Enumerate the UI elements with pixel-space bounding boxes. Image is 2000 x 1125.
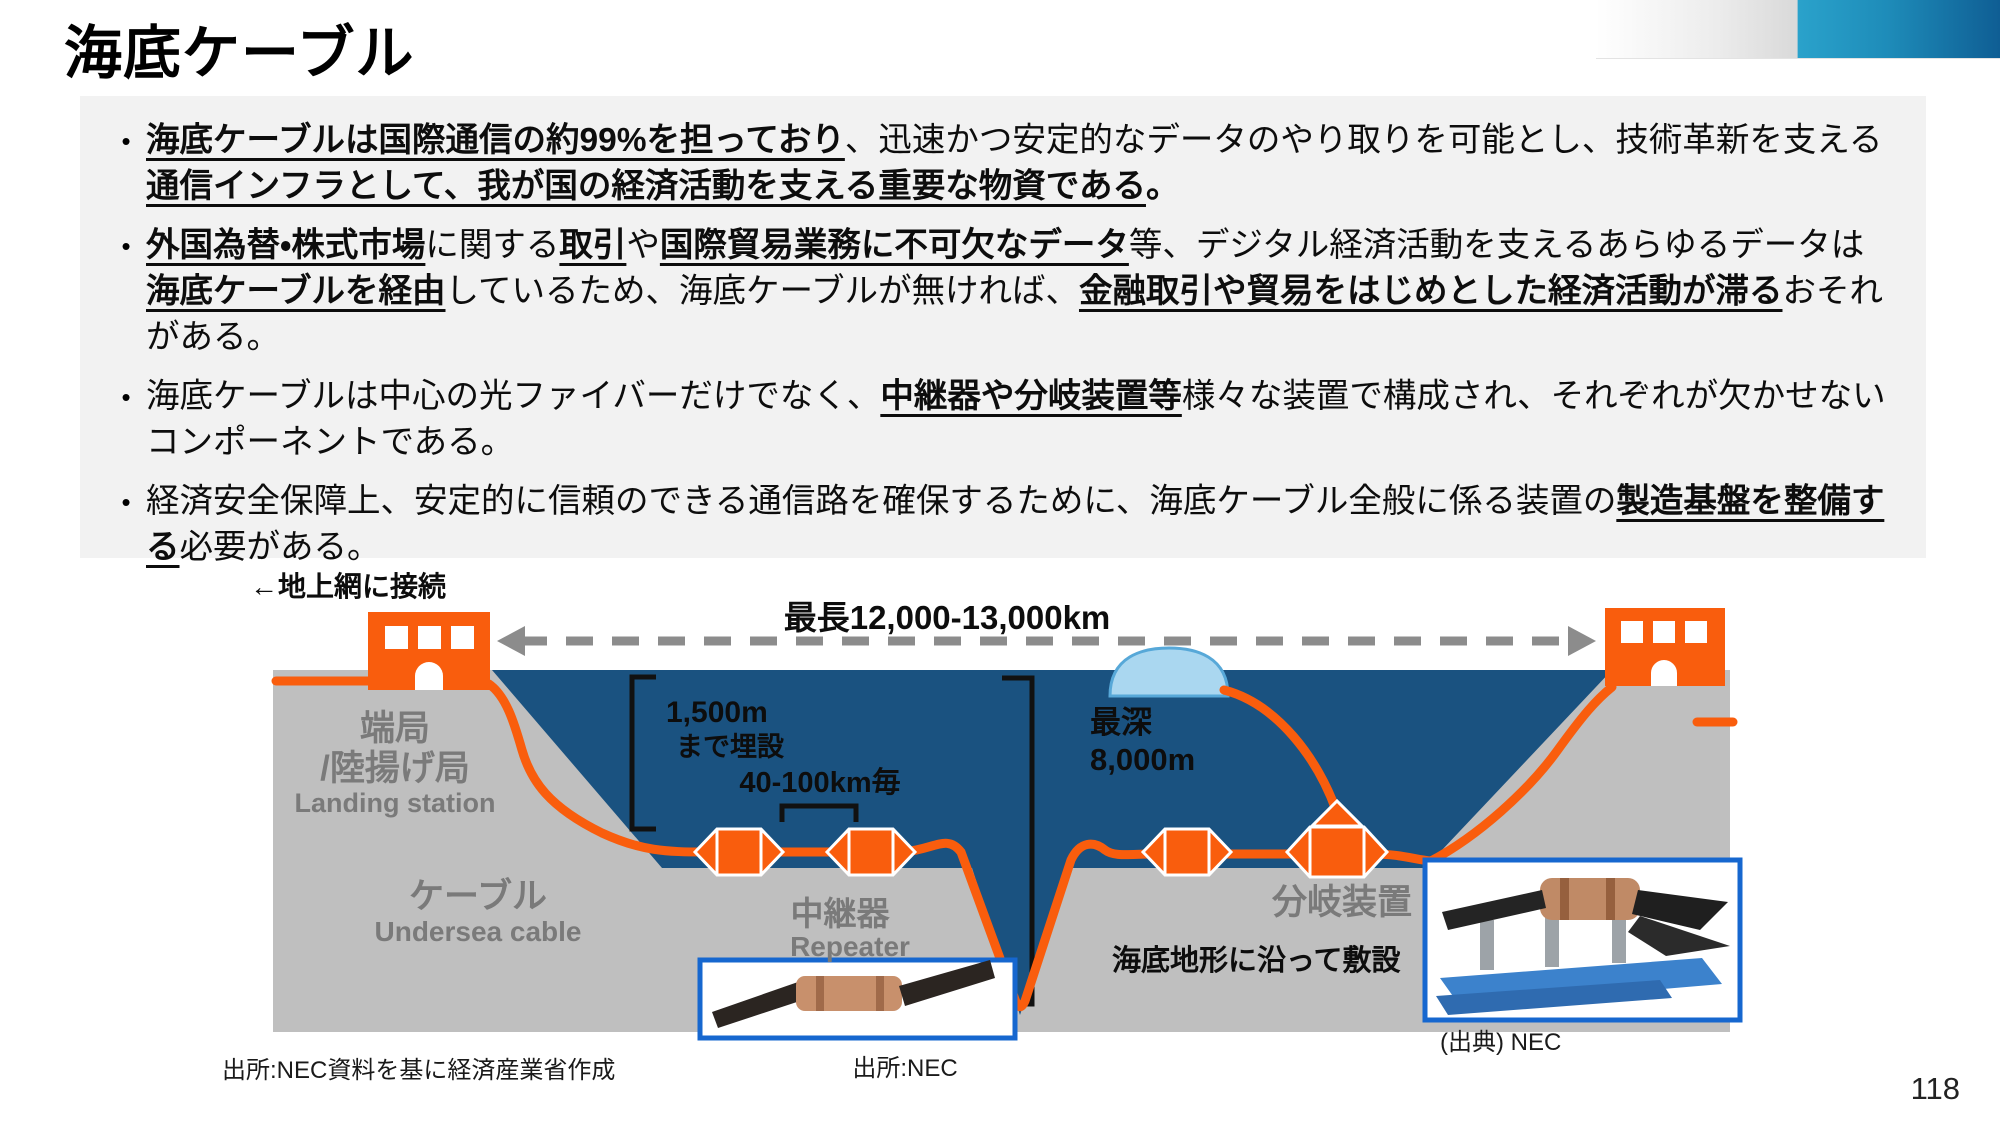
bullet-item: • 経済安全保障上、安定的に信頼のできる通信路を確保するために、海底ケーブル全般に… <box>106 479 1892 571</box>
bullet-text: 海底ケーブルは国際通信の約99%を担っており、迅速かつ安定的なデータのやり取りを… <box>146 122 1883 205</box>
branching-unit-photo <box>1422 857 1743 1023</box>
window-icon <box>1621 621 1643 643</box>
door-icon <box>1651 660 1677 686</box>
source-left-label: 出所:NEC資料を基に経済産業省作成 <box>222 1057 615 1084</box>
page-number: 118 <box>1910 1071 1960 1106</box>
max-depth-label-2: 8,000m <box>1090 742 1195 777</box>
seabed-note-label: 海底地形に沿って敷設 <box>1112 943 1402 977</box>
undersea-cable-line <box>271 676 1738 1012</box>
bullet-text: 経済安全保障上、安定的に信頼のできる通信路を確保するために、海底ケーブル全般に係… <box>146 483 1885 566</box>
source-center-label: 出所:NEC <box>852 1055 957 1082</box>
sea-cross-section <box>492 670 1612 1015</box>
bullet-marker: • <box>121 487 131 517</box>
bullet-text: 外国為替・株式市場に関する取引や国際貿易業務に不可欠なデータ等、デジタル経済活動… <box>146 227 1883 356</box>
branching-unit-label: 分岐装置 <box>1271 883 1412 922</box>
landing-station-label-ja2: /陸揚げ局 <box>320 749 470 788</box>
bullet-marker: • <box>121 231 131 261</box>
burial-depth-bracket <box>629 674 656 832</box>
repeater-interval-bracket <box>779 803 859 822</box>
cable-label-ja: ケーブル <box>409 876 547 916</box>
repeater-3 <box>1140 827 1234 877</box>
repeater-photo <box>697 957 1018 1041</box>
bullet-item: • 海底ケーブルは中心の光ファイバーだけでなく、中継器や分岐装置等様々な装置で構成… <box>106 374 1892 466</box>
burial-depth-label-2: まで埋設 <box>676 732 785 762</box>
bullet-marker: • <box>121 126 131 156</box>
bullet-list: • 海底ケーブルは国際通信の約99%を担っており、迅速かつ安定的なデータのやり取り… <box>106 118 1892 571</box>
window-icon <box>385 626 408 649</box>
bullet-marker: • <box>121 382 131 412</box>
max-length-label: 最長12,000-13,000km <box>784 599 1111 636</box>
connect-to-land-label: ←地上網に接続 <box>250 571 446 602</box>
window-icon <box>1653 621 1675 643</box>
repeater-1 <box>692 827 786 877</box>
landing-station-label-en: Landing station <box>295 788 496 818</box>
bullet-text: 海底ケーブルは中心の光ファイバーだけでなく、中継器や分岐装置等様々な装置で構成さ… <box>146 378 1886 461</box>
burial-depth-label-1: 1,500m <box>666 696 768 729</box>
slide-title: 海底ケーブル <box>64 21 415 86</box>
bullet-item: • 外国為替・株式市場に関する取引や国際貿易業務に不可欠なデータ等、デジタル経済活… <box>106 223 1892 361</box>
landing-station-label-ja1: 端局 <box>360 709 430 748</box>
landing-station-right <box>1605 608 1725 686</box>
window-icon <box>451 626 474 649</box>
cable-label-en: Undersea cable <box>375 916 582 947</box>
undersea-cable-diagram: ←地上網に接続 最長12,000-13,000km 1,500m まで埋設 40… <box>222 571 1743 1084</box>
max-depth-label-1: 最深 <box>1090 705 1152 740</box>
repeater-label-en: Repeater <box>790 931 910 962</box>
branching-unit <box>1284 798 1390 879</box>
summary-textbox: • 海底ケーブルは国際通信の約99%を担っており、迅速かつ安定的なデータのやり取り… <box>80 96 1926 566</box>
door-icon <box>415 662 443 690</box>
repeater-interval-label: 40-100km毎 <box>739 766 900 799</box>
sea-surface-dome <box>1108 646 1230 698</box>
brand-gradient-bar <box>1596 0 2000 59</box>
window-icon <box>418 626 441 649</box>
bullet-item: • 海底ケーブルは国際通信の約99%を担っており、迅速かつ安定的なデータのやり取り… <box>106 118 1892 210</box>
repeater-label-ja: 中継器 <box>791 895 891 932</box>
repeater-2 <box>824 827 918 877</box>
photo-credit-label: (出典) NEC <box>1440 1029 1561 1056</box>
window-icon <box>1685 621 1707 643</box>
landing-station-left <box>368 612 490 690</box>
max-length-arrow <box>497 626 1596 656</box>
